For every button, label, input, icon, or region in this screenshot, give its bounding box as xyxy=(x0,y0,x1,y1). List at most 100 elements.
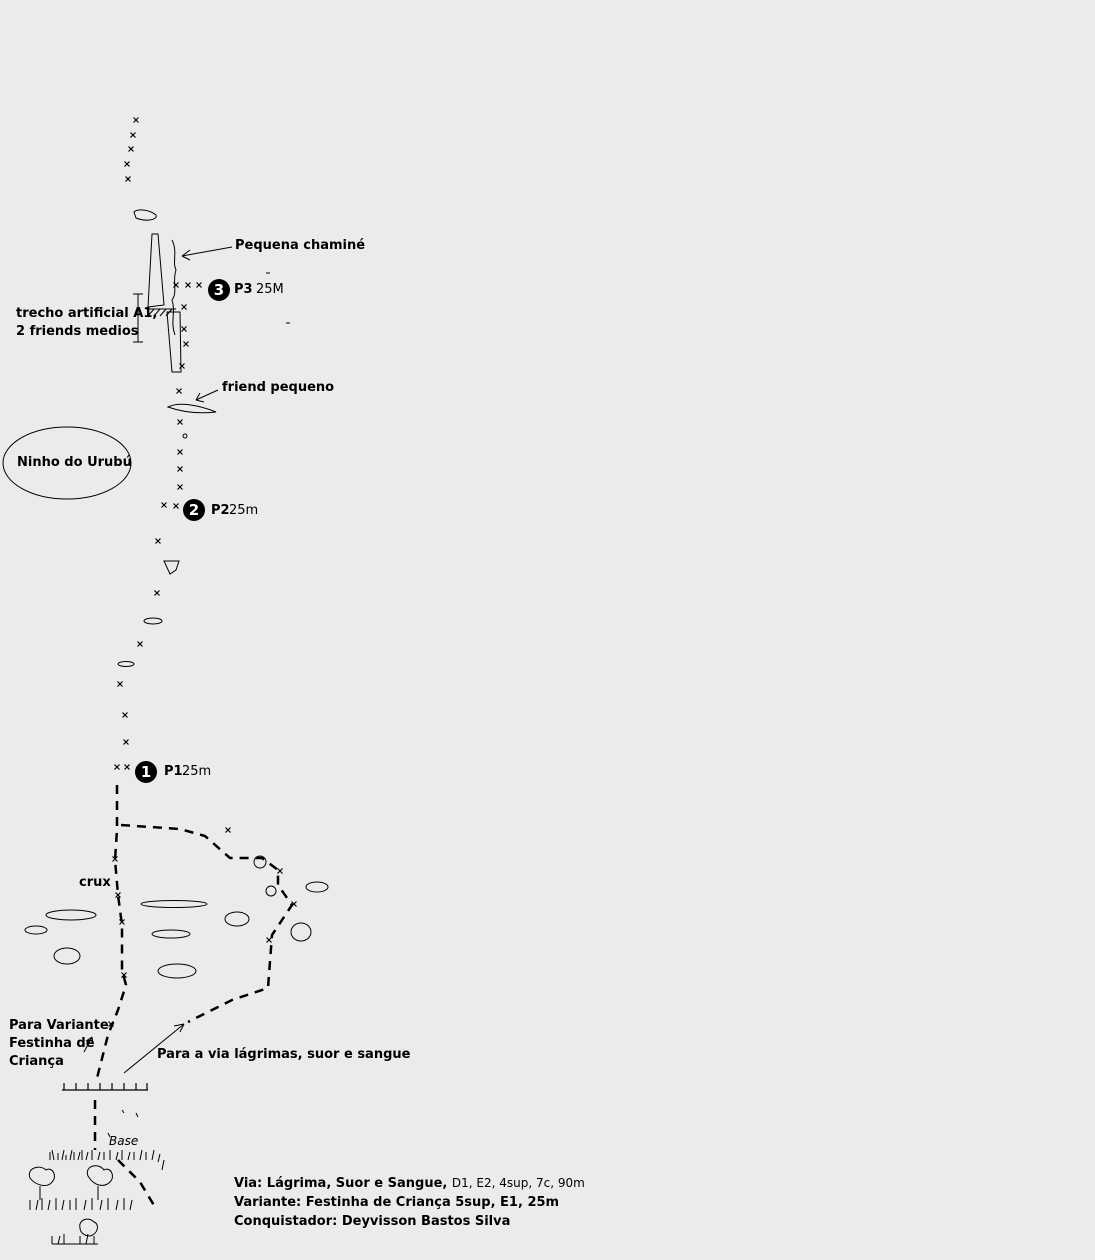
dash-mark xyxy=(266,272,290,324)
bolt-marker xyxy=(177,419,183,425)
bolt-marker xyxy=(122,712,128,718)
label-trecho-artificial-line2: 2 friends medios xyxy=(16,324,139,339)
route-lines xyxy=(93,785,294,1208)
bolt-marker xyxy=(124,161,130,167)
base-ledge xyxy=(62,1083,148,1091)
bolt-marker xyxy=(154,590,160,596)
hold xyxy=(24,925,48,935)
route-info: Via: Lágrima, Suor e Sangue, D1, E2, 4su… xyxy=(234,1174,585,1231)
label-para-variante-line3: Criança xyxy=(9,1054,64,1069)
bolt-marker xyxy=(185,282,191,288)
arrow-variante xyxy=(83,1036,94,1053)
belay-length-p1: 25m xyxy=(182,764,212,779)
bracket-trecho xyxy=(133,293,143,343)
hold xyxy=(157,963,197,979)
bolt-marker xyxy=(117,681,123,687)
belay-name-p3: P3 xyxy=(234,282,253,297)
small-roof xyxy=(163,560,180,575)
bolt-marker xyxy=(177,484,183,490)
bolt-marker xyxy=(196,282,202,288)
belay-badge-3: 3 xyxy=(208,279,230,301)
via-label: Via: Lágrima, Suor e Sangue, xyxy=(234,1176,448,1191)
bolt-marker xyxy=(128,146,134,152)
bolt-marker xyxy=(161,502,167,508)
grass xyxy=(29,1198,133,1211)
bolt-marker xyxy=(277,868,283,874)
hold xyxy=(45,909,97,921)
label-pequena-chamine: Pequena chaminé xyxy=(235,238,366,253)
bolt-marker xyxy=(181,304,187,310)
hold xyxy=(265,885,277,897)
belay-badge-1: 1 xyxy=(135,761,157,783)
bolt-marker xyxy=(125,176,131,182)
bolt-marker xyxy=(155,538,161,544)
route-info-variante: Variante: Festinha de Criança 5sup, E1, … xyxy=(234,1195,560,1210)
belay-name-p1: P1 xyxy=(164,764,183,779)
bolt-marker xyxy=(121,972,127,978)
hold xyxy=(143,617,163,625)
via-grades: D1, E2, 4sup, 7c, 90m xyxy=(451,1176,585,1190)
hold xyxy=(53,947,81,965)
bolt-marker xyxy=(114,764,120,770)
route-info-conquistador: Conquistador: Deyvisson Bastos Silva xyxy=(234,1214,511,1229)
grass xyxy=(49,1149,165,1171)
belay-length-p2: 25m xyxy=(229,503,259,518)
flake-top xyxy=(133,209,157,221)
belay-badge-2: 2 xyxy=(183,499,205,521)
ninho-oval xyxy=(2,426,132,500)
bolt-marker xyxy=(266,937,272,943)
hold xyxy=(305,881,329,893)
bolt-marker xyxy=(177,449,183,455)
bolt-marker xyxy=(173,503,179,509)
approach-line-2 xyxy=(117,1159,157,1208)
bolt-marker xyxy=(176,388,182,394)
belay-name-p2: P2 xyxy=(211,503,230,518)
hold xyxy=(117,661,135,667)
label-para-a-via: Para a via lágrimas, suor e sangue xyxy=(157,1047,411,1062)
label-base: Base xyxy=(109,1134,139,1148)
variante-line xyxy=(95,785,128,1079)
bolt-marker xyxy=(183,341,189,347)
hold xyxy=(290,922,312,942)
bolt-marker xyxy=(133,117,139,123)
bolt-marker xyxy=(181,326,187,332)
hold xyxy=(182,433,188,439)
bolt-marker xyxy=(130,132,136,138)
bolt-marker xyxy=(115,892,121,898)
grass-and-trees xyxy=(28,1109,165,1245)
bolt-marker xyxy=(137,641,143,647)
rock-features xyxy=(2,209,329,979)
label-para-variante-line2: Festinha de xyxy=(9,1036,95,1051)
chimney-left-flake xyxy=(147,233,165,308)
arrow-via xyxy=(123,1023,185,1074)
bolt-marker xyxy=(124,764,130,770)
chimney-crack xyxy=(171,239,177,336)
bolt-marker xyxy=(123,739,129,745)
arrow-friend xyxy=(195,389,219,403)
base-tick xyxy=(107,1109,139,1138)
hatch-ledge xyxy=(146,308,176,317)
label-ninho-do-urubu: Ninho do Urubú xyxy=(17,455,132,470)
hold xyxy=(151,929,191,939)
tree xyxy=(86,1165,113,1200)
label-friend-pequeno: friend pequeno xyxy=(222,380,335,395)
grass xyxy=(51,1233,98,1245)
route-info-via: Via: Lágrima, Suor e Sangue, D1, E2, 4su… xyxy=(234,1174,585,1193)
tree xyxy=(79,1218,98,1237)
label-para-variante-line1: Para Variante xyxy=(9,1018,109,1033)
bolt-marker xyxy=(225,827,231,833)
hold xyxy=(224,911,250,927)
hold xyxy=(140,900,208,908)
lower-flake xyxy=(166,311,182,373)
bolt-marker xyxy=(112,856,118,862)
label-crux: crux xyxy=(79,875,111,890)
hold xyxy=(253,855,267,869)
belay-length-p3: 25M xyxy=(256,282,284,297)
friend-flake xyxy=(166,403,217,414)
arrow-chamine xyxy=(181,246,233,261)
bolt-marker xyxy=(179,363,185,369)
label-trecho-artificial-line1: trecho artificial A1, xyxy=(16,306,158,321)
tree xyxy=(28,1166,55,1200)
annotation-arrows xyxy=(83,246,233,1074)
